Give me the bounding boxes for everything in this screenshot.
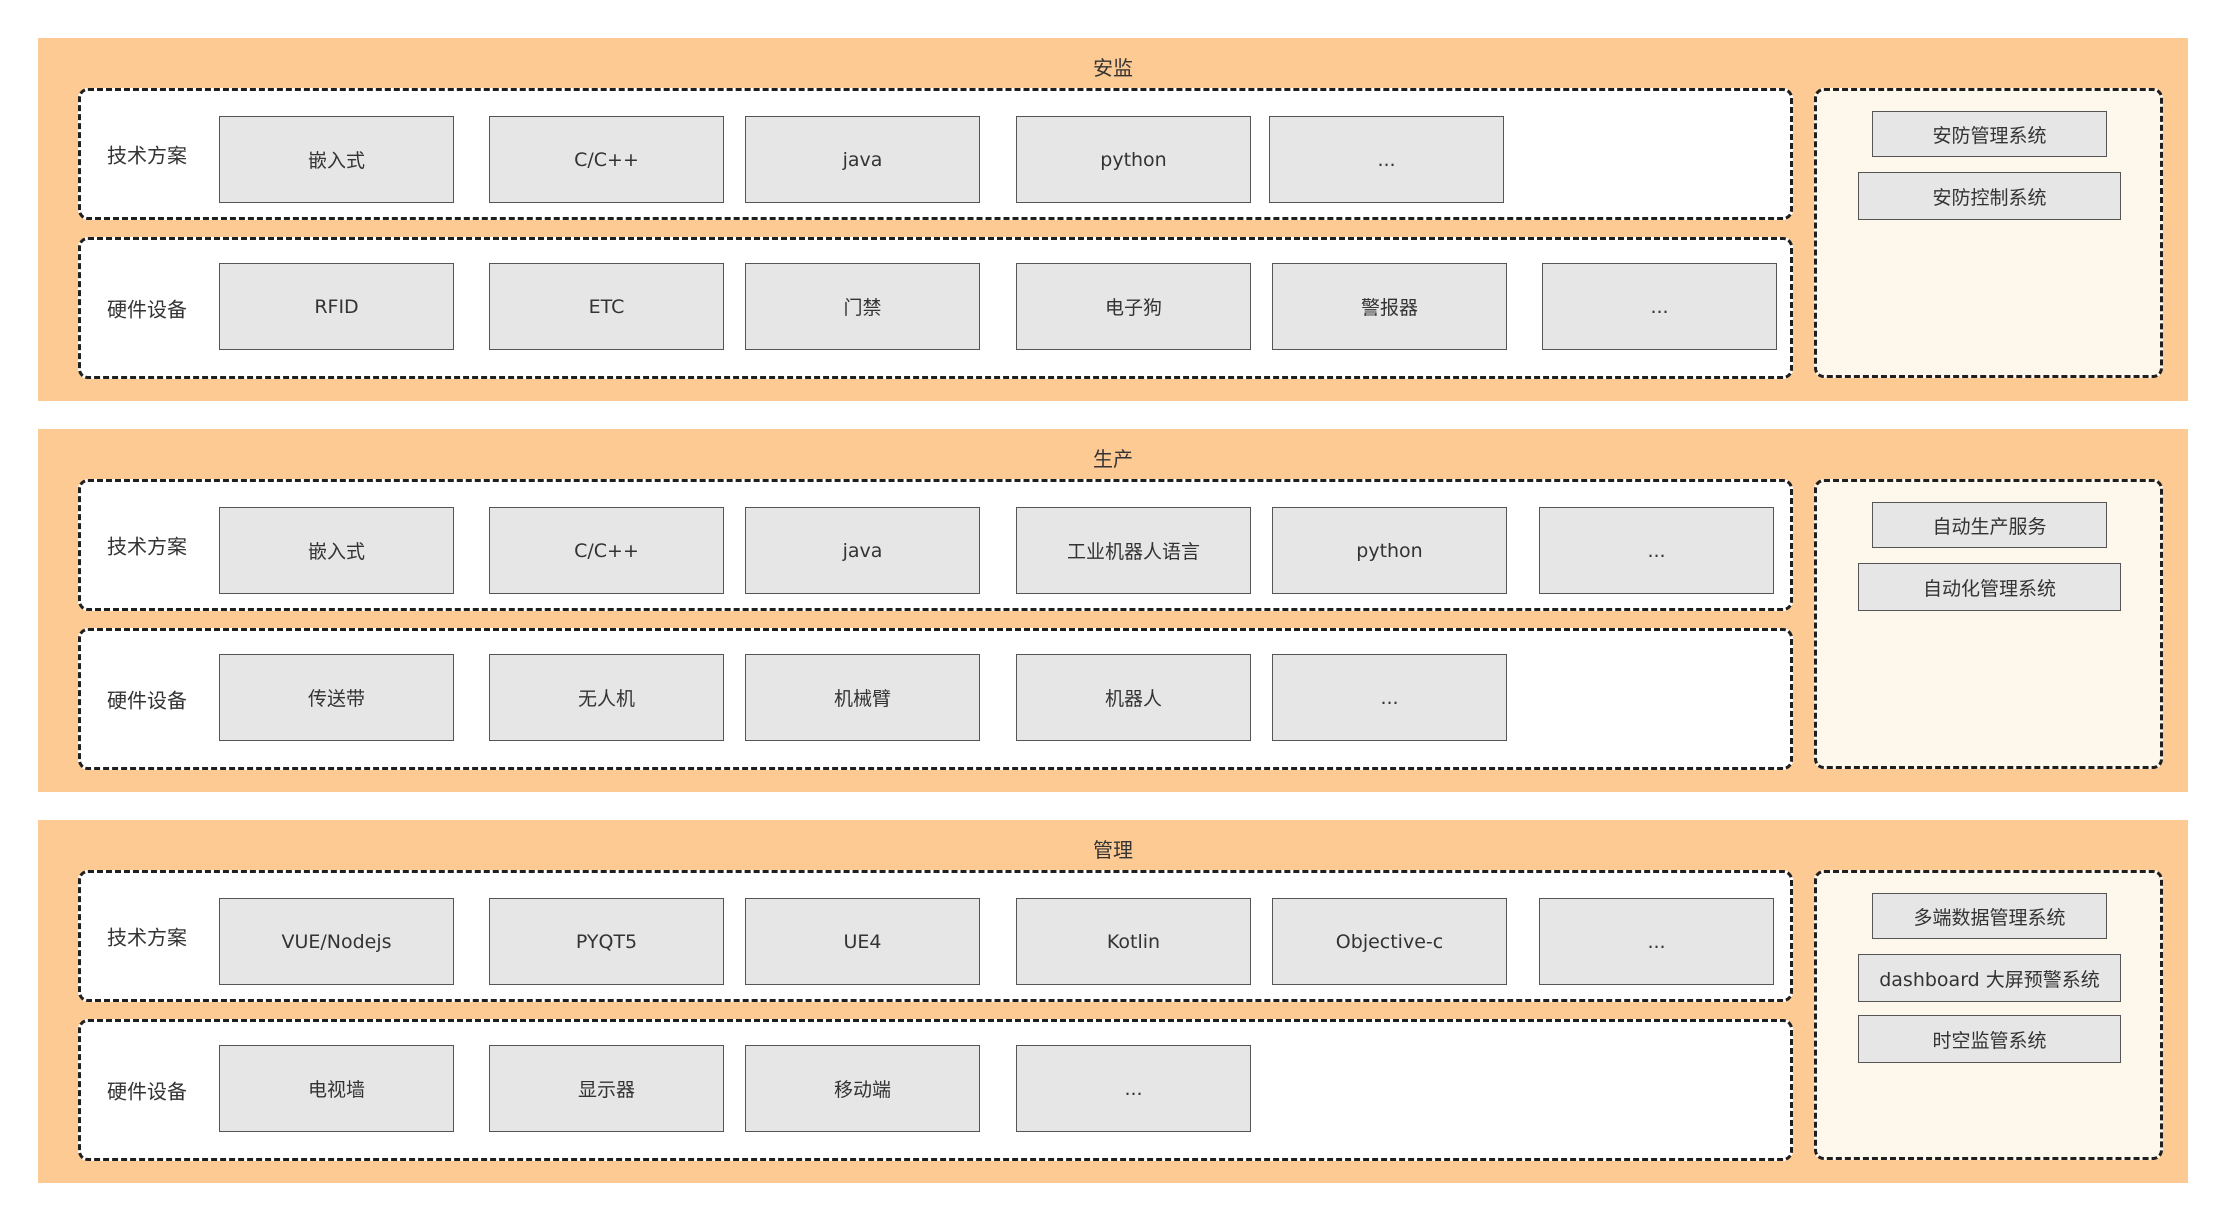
section-safety: 安监 技术方案 嵌入式 C/C++ java python ... 硬件设备 R… [38, 38, 2188, 401]
row-hardware: 硬件设备 传送带 无人机 机械臂 机器人 ... [78, 628, 1793, 770]
item-box: 工业机器人语言 [1016, 507, 1251, 594]
system-box: 自动生产服务 [1872, 502, 2107, 548]
row-tech: 技术方案 VUE/Nodejs PYQT5 UE4 Kotlin Objecti… [78, 870, 1793, 1002]
row-label: 技术方案 [107, 534, 187, 559]
item-box: ... [1272, 654, 1507, 741]
item-box: 电视墙 [219, 1045, 454, 1132]
item-box: 显示器 [489, 1045, 724, 1132]
item-box: VUE/Nodejs [219, 898, 454, 985]
section-production: 生产 技术方案 嵌入式 C/C++ java 工业机器人语言 python ..… [38, 429, 2188, 792]
system-box: 安防控制系统 [1858, 172, 2121, 220]
item-box: 机械臂 [745, 654, 980, 741]
item-box: 门禁 [745, 263, 980, 350]
item-box: 警报器 [1272, 263, 1507, 350]
item-box: C/C++ [489, 116, 724, 203]
system-box: 多端数据管理系统 [1872, 893, 2107, 939]
item-box: java [745, 507, 980, 594]
row-tech: 技术方案 嵌入式 C/C++ java python ... [78, 88, 1793, 220]
item-box: python [1016, 116, 1251, 203]
system-box: 自动化管理系统 [1858, 563, 2121, 611]
row-label: 硬件设备 [107, 1079, 187, 1104]
item-box: 无人机 [489, 654, 724, 741]
section-title: 管理 [1093, 838, 1133, 862]
item-box: ... [1539, 898, 1774, 985]
item-box: PYQT5 [489, 898, 724, 985]
system-box: dashboard 大屏预警系统 [1858, 954, 2121, 1002]
system-box: 时空监管系统 [1858, 1015, 2121, 1063]
item-box: ... [1539, 507, 1774, 594]
section-management: 管理 技术方案 VUE/Nodejs PYQT5 UE4 Kotlin Obje… [38, 820, 2188, 1183]
item-box: 机器人 [1016, 654, 1251, 741]
systems-panel: 安防管理系统 安防控制系统 [1814, 88, 2163, 378]
row-label: 硬件设备 [107, 688, 187, 713]
row-label: 硬件设备 [107, 297, 187, 322]
row-hardware: 硬件设备 RFID ETC 门禁 电子狗 警报器 ... [78, 237, 1793, 379]
item-box: ETC [489, 263, 724, 350]
item-box: 电子狗 [1016, 263, 1251, 350]
item-box: java [745, 116, 980, 203]
item-box: Objective-c [1272, 898, 1507, 985]
row-label: 技术方案 [107, 925, 187, 950]
item-box: 移动端 [745, 1045, 980, 1132]
row-tech: 技术方案 嵌入式 C/C++ java 工业机器人语言 python ... [78, 479, 1793, 611]
item-box: C/C++ [489, 507, 724, 594]
item-box: Kotlin [1016, 898, 1251, 985]
systems-panel: 多端数据管理系统 dashboard 大屏预警系统 时空监管系统 [1814, 870, 2163, 1160]
row-hardware: 硬件设备 电视墙 显示器 移动端 ... [78, 1019, 1793, 1161]
item-box: ... [1542, 263, 1777, 350]
item-box: ... [1269, 116, 1504, 203]
item-box: 传送带 [219, 654, 454, 741]
item-box: UE4 [745, 898, 980, 985]
item-box: 嵌入式 [219, 507, 454, 594]
system-box: 安防管理系统 [1872, 111, 2107, 157]
systems-panel: 自动生产服务 自动化管理系统 [1814, 479, 2163, 769]
section-title: 安监 [1093, 56, 1133, 80]
section-title: 生产 [1093, 447, 1133, 471]
item-box: RFID [219, 263, 454, 350]
item-box: ... [1016, 1045, 1251, 1132]
row-label: 技术方案 [107, 143, 187, 168]
item-box: python [1272, 507, 1507, 594]
item-box: 嵌入式 [219, 116, 454, 203]
